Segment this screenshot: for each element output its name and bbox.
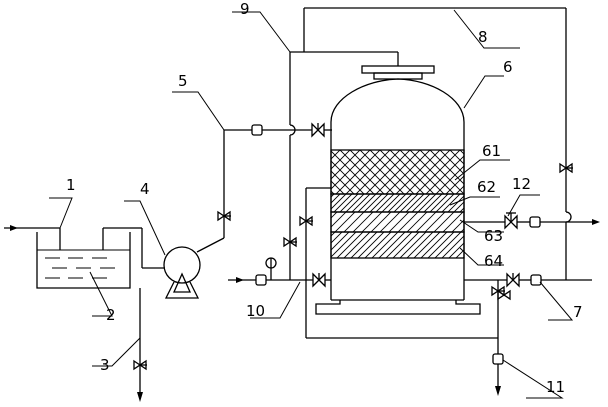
- label-5: 5: [178, 72, 188, 90]
- layer-62: [330, 193, 465, 213]
- label-4: 4: [140, 180, 150, 198]
- pressure-gauge-icon: [265, 257, 277, 280]
- label-10: 10: [246, 302, 265, 320]
- reaction-tower: [315, 78, 481, 315]
- valve-icon[interactable]: [504, 212, 518, 230]
- side-outlet-pipe: [464, 219, 600, 225]
- layer-64: [330, 231, 465, 259]
- label-62: 62: [477, 178, 496, 196]
- flow-meter-icon: [255, 274, 267, 286]
- valve-icon[interactable]: [312, 272, 326, 288]
- flow-meter-icon: [492, 353, 504, 365]
- tank-inlet-pipe: [4, 225, 61, 250]
- label-8: 8: [478, 28, 488, 46]
- leader-lines: [49, 9, 574, 399]
- bottom-inlet-pipe: [228, 277, 331, 283]
- tower-top-flange: [361, 65, 435, 80]
- pump-discharge-pipe: [196, 129, 332, 253]
- pump-icon[interactable]: [163, 246, 201, 299]
- layer-61: [330, 149, 465, 195]
- valve-icon[interactable]: [217, 210, 231, 222]
- label-64: 64: [484, 252, 503, 270]
- label-1: 1: [66, 176, 76, 194]
- vent-pipe: [289, 51, 399, 280]
- flow-meter-icon: [529, 216, 541, 228]
- tank-to-pump-pipe: [102, 227, 165, 269]
- flow-meter-icon: [251, 124, 263, 136]
- storage-tank: [36, 232, 131, 289]
- label-12: 12: [512, 175, 531, 193]
- flow-arrow-icon: [592, 219, 600, 225]
- inner-side-pipe: [305, 187, 331, 280]
- flow-arrow-icon: [495, 386, 501, 396]
- flow-arrow-icon: [137, 392, 143, 402]
- flow-arrow-icon: [10, 225, 18, 231]
- valve-icon[interactable]: [506, 272, 520, 288]
- label-9: 9: [240, 0, 250, 18]
- label-7: 7: [573, 303, 583, 321]
- valve-icon[interactable]: [559, 162, 573, 174]
- label-2: 2: [106, 306, 116, 324]
- valve-icon[interactable]: [311, 122, 325, 138]
- tank-drain-pipe: [137, 288, 143, 402]
- label-63: 63: [484, 227, 503, 245]
- label-3: 3: [100, 356, 110, 374]
- recycle-loop-pipe: [303, 7, 572, 280]
- flow-arrow-icon: [236, 277, 244, 283]
- label-6: 6: [503, 58, 513, 76]
- valve-icon[interactable]: [497, 289, 511, 301]
- label-11: 11: [546, 378, 565, 396]
- valve-icon[interactable]: [283, 236, 297, 248]
- label-61: 61: [482, 142, 501, 160]
- valve-icon[interactable]: [299, 215, 313, 227]
- layer-63: [330, 211, 465, 233]
- valve-icon[interactable]: [133, 359, 147, 371]
- flow-meter-icon: [530, 274, 542, 286]
- return-loop-pipe: [305, 280, 498, 339]
